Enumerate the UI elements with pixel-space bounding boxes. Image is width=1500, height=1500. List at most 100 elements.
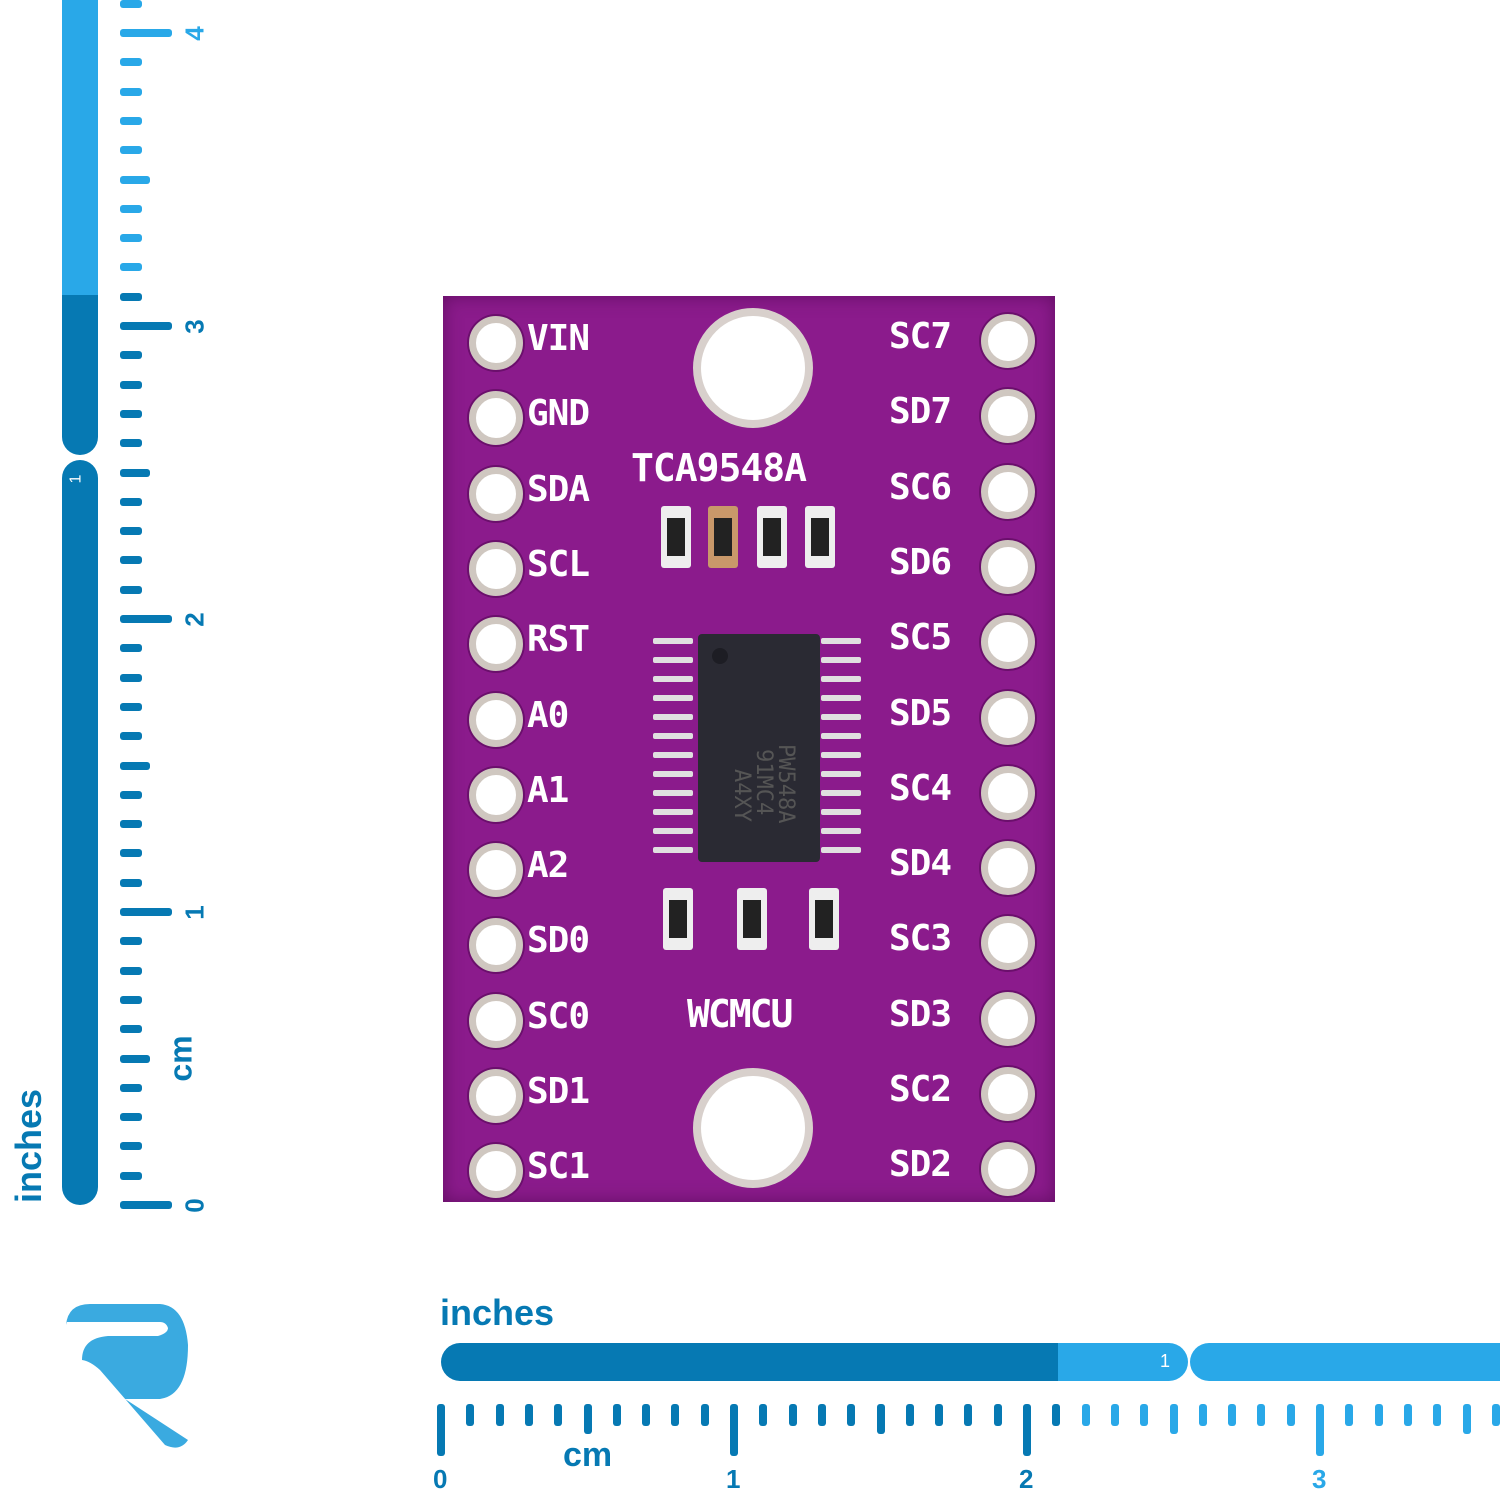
minor-tick <box>120 527 142 536</box>
cm-number: 3 <box>179 319 210 334</box>
pin-pad-sc0 <box>469 993 523 1048</box>
pin-pad-sd4 <box>981 841 1035 896</box>
chip-pin <box>821 790 861 796</box>
inch-bar-light <box>1058 1343 1188 1381</box>
cm-number: 1 <box>726 1464 741 1494</box>
pin-pad-sd5 <box>981 690 1035 745</box>
inches-label: inches <box>440 1292 555 1333</box>
brand-silkscreen: WCMCU <box>687 992 793 1036</box>
chip-pin <box>821 638 861 644</box>
minor-tick <box>1374 1404 1383 1426</box>
pin-pad-sd6 <box>981 539 1035 594</box>
cm-number: 2 <box>1019 1464 1034 1494</box>
pin-pad-sd3 <box>981 991 1035 1046</box>
minor-tick <box>120 409 142 418</box>
cm-number: 2 <box>179 612 210 627</box>
pin-label: SC3 <box>889 918 952 960</box>
major-tick <box>1316 1404 1324 1456</box>
pin-label: SDA <box>527 468 590 510</box>
minor-tick <box>583 1404 592 1434</box>
minor-tick <box>495 1404 504 1426</box>
minor-tick <box>120 937 142 946</box>
minor-tick <box>671 1404 680 1426</box>
inch-bar-light <box>62 0 98 300</box>
chip-marking-2: 91MC4 <box>751 749 776 816</box>
minor-tick <box>120 468 150 477</box>
chip-pin <box>821 847 861 853</box>
chip-pin <box>653 790 693 796</box>
chip-pin <box>821 771 861 777</box>
minor-tick <box>1491 1404 1500 1426</box>
resistor <box>805 506 835 568</box>
minor-tick <box>788 1404 797 1426</box>
inch-bar-dark <box>62 295 98 455</box>
minor-tick <box>1110 1404 1119 1426</box>
minor-tick <box>554 1404 563 1426</box>
pin-pad-sc7 <box>981 314 1035 368</box>
minor-tick <box>847 1404 856 1426</box>
pin-pad-rst <box>469 617 523 672</box>
minor-tick <box>120 1113 142 1122</box>
chip-pin <box>653 733 693 739</box>
pin-label: SD7 <box>889 391 952 433</box>
minor-tick <box>120 1025 142 1034</box>
minor-tick <box>993 1404 1002 1426</box>
cm-number: 3 <box>1312 1464 1327 1494</box>
minor-tick <box>1140 1404 1149 1426</box>
cm-number: 0 <box>179 1198 210 1213</box>
chip-pin <box>653 657 693 663</box>
pin-pad-sc5 <box>981 615 1035 670</box>
pin-label: SD5 <box>889 692 952 734</box>
pin-label: SCL <box>527 543 590 585</box>
minor-tick <box>120 585 142 594</box>
minor-tick <box>524 1404 533 1426</box>
minor-tick <box>759 1404 768 1426</box>
minor-tick <box>905 1404 914 1426</box>
chip-pin <box>821 695 861 701</box>
chip-pin <box>821 809 861 815</box>
inch-mark-label: 1 <box>1160 1351 1171 1371</box>
inch-bar-dark-lower <box>62 460 98 1205</box>
chip-pin <box>653 714 693 720</box>
pin-label: SC6 <box>889 466 952 508</box>
minor-tick <box>120 0 142 8</box>
minor-tick <box>120 146 142 155</box>
r-logo <box>66 1304 188 1448</box>
pin-label: SC0 <box>527 995 590 1037</box>
minor-tick <box>1345 1404 1354 1426</box>
chip-pin <box>821 752 861 758</box>
cm-number: 4 <box>179 26 210 41</box>
resistor <box>737 888 767 950</box>
minor-tick <box>120 175 150 184</box>
minor-tick <box>964 1404 973 1426</box>
mux-chip: PW548A 91MC4 A4XY <box>698 634 820 862</box>
minor-tick <box>120 439 142 448</box>
minor-tick <box>120 234 142 243</box>
minor-tick <box>1403 1404 1412 1426</box>
resistor <box>757 506 787 568</box>
pin-label: RST <box>527 619 590 661</box>
minor-tick <box>120 1142 142 1151</box>
chip-pin <box>821 828 861 834</box>
minor-tick <box>120 849 142 858</box>
minor-tick <box>612 1404 621 1426</box>
pin-pad-scl <box>469 541 523 596</box>
minor-tick <box>1286 1404 1295 1426</box>
inch-bar-dark <box>441 1343 1081 1381</box>
mounting-hole-top <box>693 308 813 428</box>
minor-tick <box>120 1171 142 1180</box>
pin-pad-sd7 <box>981 389 1035 444</box>
pin-pad-sc6 <box>981 464 1035 519</box>
minor-tick <box>120 87 142 96</box>
minor-tick <box>120 995 142 1004</box>
pin-label: SD4 <box>889 843 952 885</box>
minor-tick <box>935 1404 944 1426</box>
pin-label: SD2 <box>889 1144 952 1186</box>
chip-pin <box>821 733 861 739</box>
chip-pin <box>653 676 693 682</box>
major-tick <box>437 1404 445 1456</box>
pin-pad-gnd <box>469 391 523 446</box>
minor-tick <box>120 380 142 389</box>
chip-marking-1: PW548A <box>773 744 798 824</box>
